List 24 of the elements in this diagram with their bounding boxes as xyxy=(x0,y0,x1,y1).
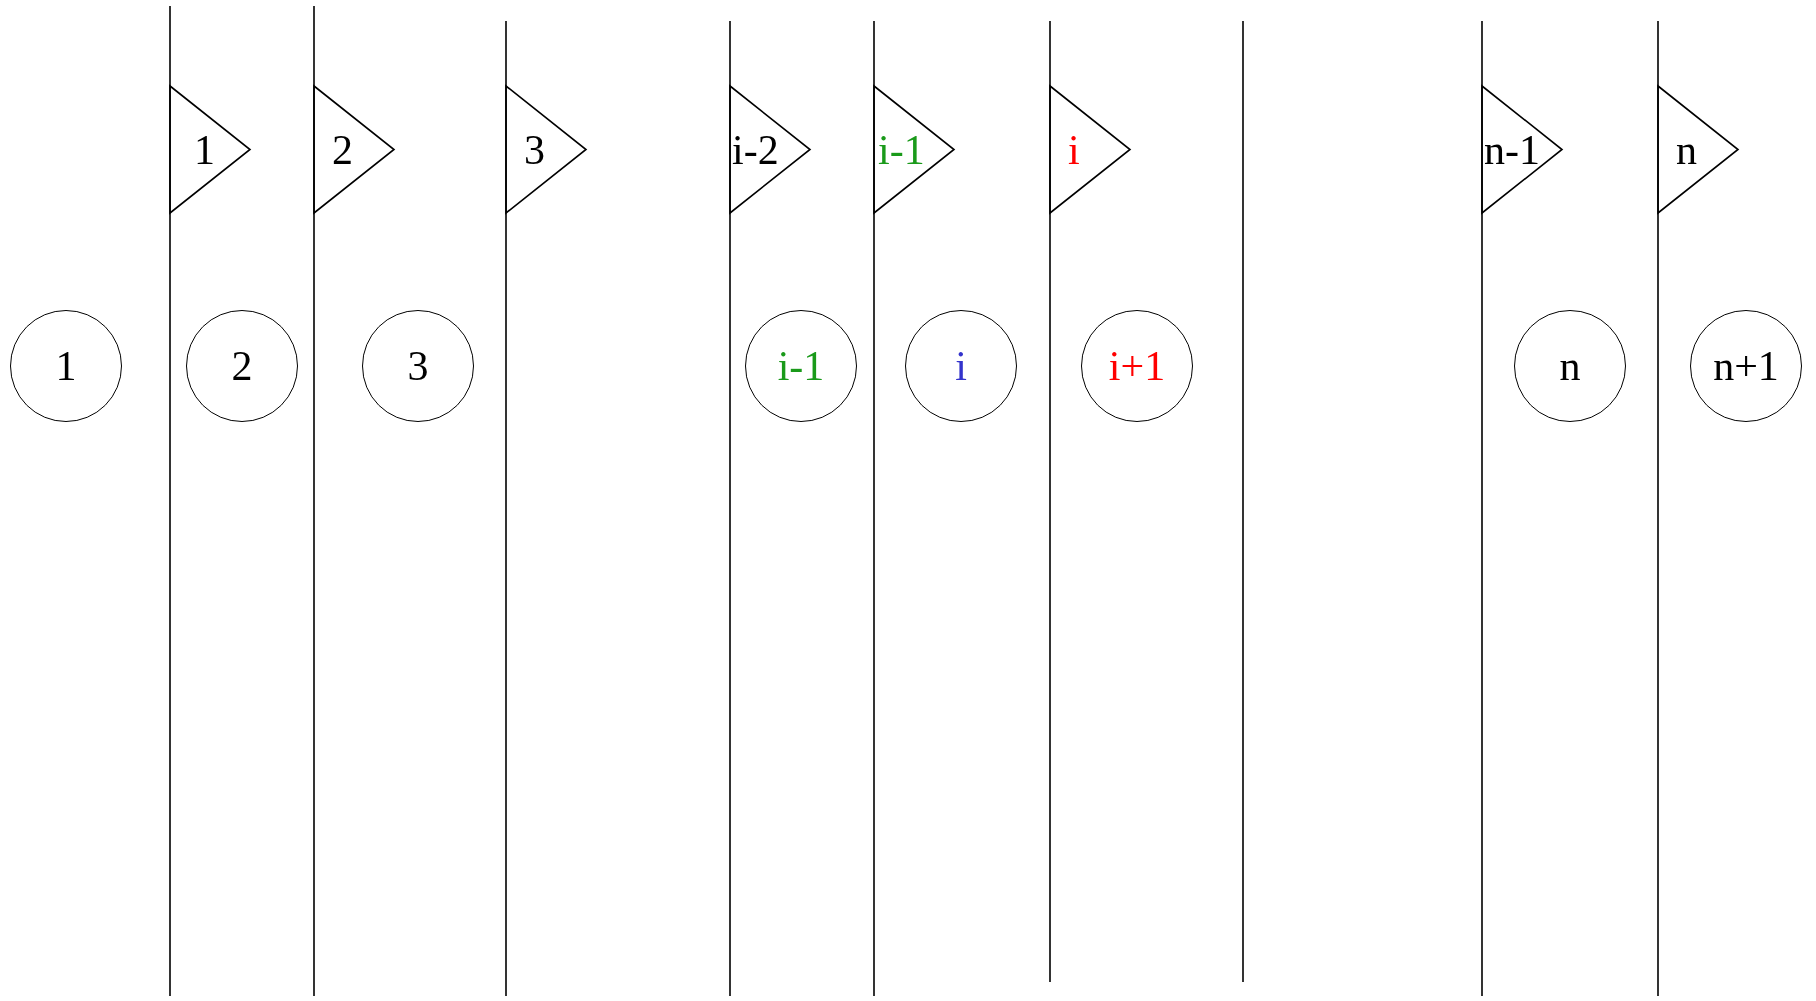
circle-label: i+1 xyxy=(1108,345,1166,387)
circle-label: 3 xyxy=(407,345,429,387)
circle-label: i-1 xyxy=(777,345,825,387)
triangle-flag xyxy=(1658,86,1738,213)
triangle-flag xyxy=(730,86,810,213)
flag-label: n-1 xyxy=(1484,128,1540,171)
circle-label: 2 xyxy=(231,345,253,387)
triangle-flag xyxy=(314,86,394,213)
circle-label: n+1 xyxy=(1713,345,1779,387)
circle-label: n xyxy=(1559,345,1581,387)
flag-label: n xyxy=(1676,128,1697,171)
circle-label: i xyxy=(955,345,967,387)
circle-label: 1 xyxy=(55,345,77,387)
flag-label: 3 xyxy=(524,128,545,171)
triangle-flag xyxy=(1050,86,1130,213)
triangle-flag xyxy=(874,86,954,213)
triangle-flag xyxy=(506,86,586,213)
flag-label: i-2 xyxy=(732,128,779,171)
flag-label: 1 xyxy=(194,128,215,171)
triangle-flag xyxy=(170,86,250,213)
triangle-flag xyxy=(1482,86,1562,213)
flag-label: 2 xyxy=(332,128,353,171)
flag-label: i xyxy=(1068,128,1080,171)
flag-label: i-1 xyxy=(878,128,925,171)
